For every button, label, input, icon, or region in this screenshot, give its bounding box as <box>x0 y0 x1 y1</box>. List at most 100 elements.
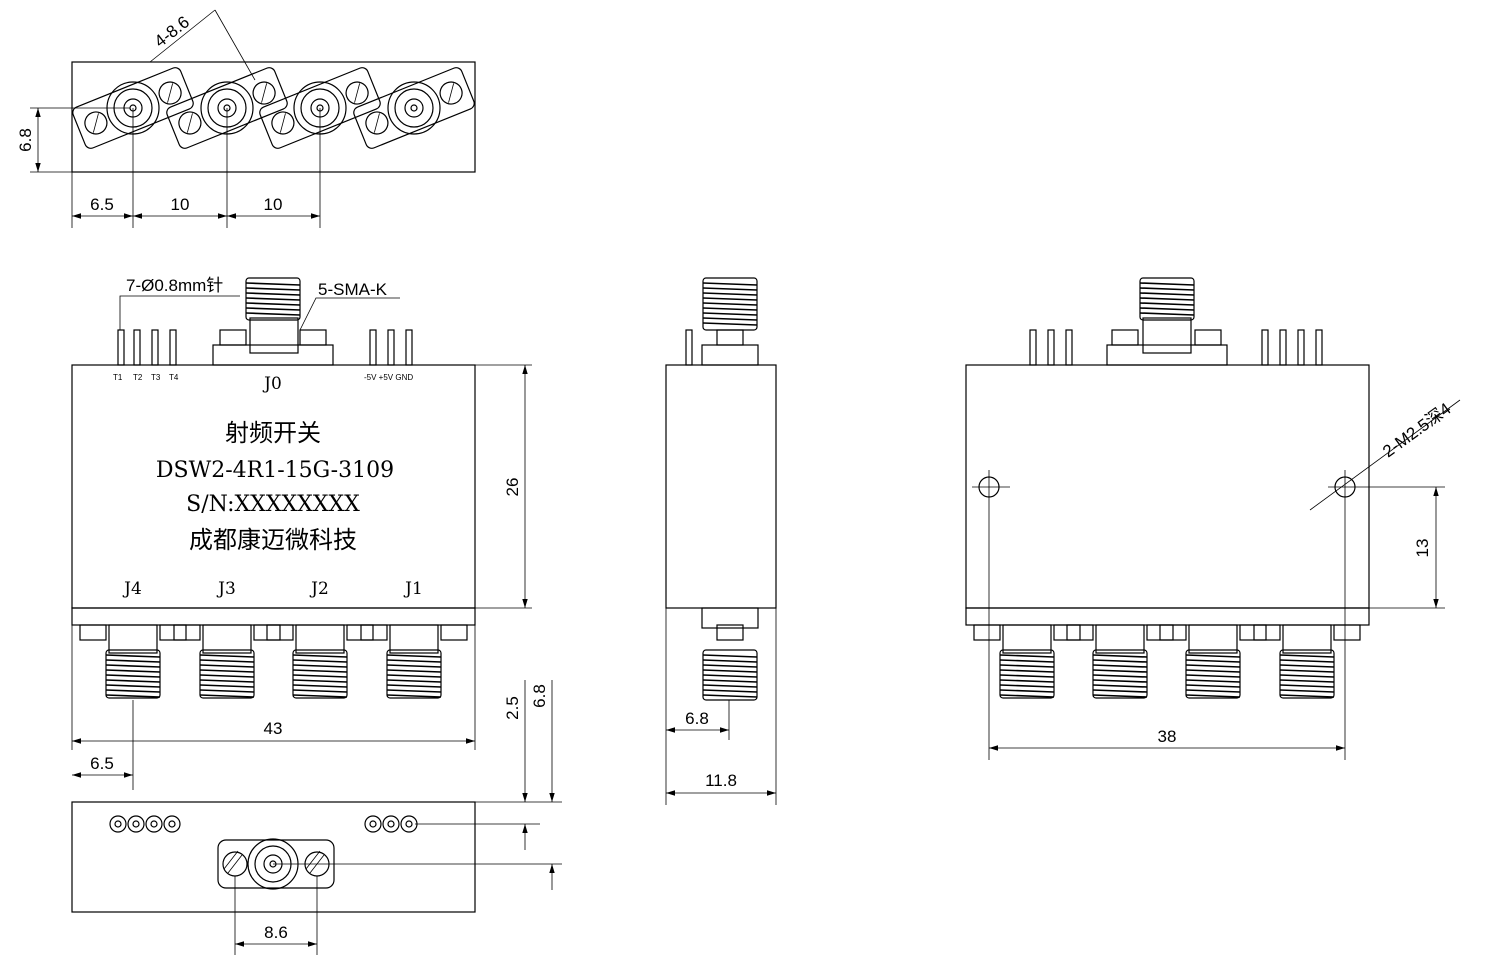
thread-line <box>245 297 301 301</box>
thread-line <box>702 664 758 668</box>
thread-line <box>199 689 255 693</box>
thread-line <box>245 292 301 296</box>
hex-nut <box>973 624 1001 641</box>
thread-line <box>199 674 255 678</box>
thread-line <box>1139 302 1195 306</box>
barrel-body <box>1092 649 1148 699</box>
flange-screw <box>365 111 389 135</box>
pin-hole-core <box>405 820 413 828</box>
side-top-connector <box>701 277 759 366</box>
thread-line <box>999 694 1055 698</box>
thread-line <box>386 694 442 698</box>
connector-base <box>701 607 759 629</box>
thread-line <box>702 287 758 291</box>
thread-line <box>702 669 758 673</box>
thread-line <box>1185 674 1241 678</box>
callout-connectors: 5-SMA-K <box>318 280 388 299</box>
connector-neck <box>295 624 345 654</box>
dim-back-hole-span: 38 <box>1158 727 1177 746</box>
mount-hole-right <box>1328 470 1445 760</box>
barrel-body <box>292 649 348 699</box>
screw-slot <box>186 113 193 133</box>
bottom-pin-holes <box>109 815 418 833</box>
thread-line <box>1092 654 1148 658</box>
product-serial: S/N:XXXXXXXX <box>186 492 360 517</box>
flange-screw <box>439 81 463 105</box>
sma-pin <box>410 104 418 112</box>
thread-line <box>702 659 758 663</box>
dim-top-height: 6.8 <box>16 128 35 152</box>
barrel-body <box>386 649 442 699</box>
pin-hole <box>400 815 418 833</box>
callout-pins: 7-Ø0.8mm针 <box>126 276 223 295</box>
sma-flange <box>259 67 381 149</box>
thread-line <box>999 664 1055 668</box>
barrel-body <box>199 649 255 699</box>
dim-top-pitch-b: 10 <box>264 195 283 214</box>
screw-slot <box>167 83 174 103</box>
hex-nut <box>1239 624 1267 641</box>
thread-line <box>386 659 442 663</box>
thread-line <box>999 679 1055 683</box>
pin-label-t1: T1 <box>113 373 123 382</box>
thread-line <box>105 659 161 663</box>
thread-line <box>1092 679 1148 683</box>
connector-neck <box>389 624 439 654</box>
pin-label-t2: T2 <box>133 373 143 382</box>
screw-slot <box>92 113 99 133</box>
thread-line <box>999 659 1055 663</box>
pin-hole <box>382 815 400 833</box>
connector-base <box>212 344 334 366</box>
pin-hole-core <box>114 820 122 828</box>
thread-line <box>999 654 1055 658</box>
port-label-j4: J4 <box>122 579 142 599</box>
dim-top-pitch-a: 10 <box>171 195 190 214</box>
hex-nut <box>1333 624 1361 641</box>
thread-line <box>702 317 758 321</box>
hex-nut <box>716 624 744 641</box>
sma-barrel <box>1092 649 1148 699</box>
thread-line <box>1279 659 1335 663</box>
front-bottom-connectors <box>79 624 468 699</box>
thread-line <box>702 684 758 688</box>
thread-line <box>386 679 442 683</box>
thread-line <box>702 307 758 311</box>
pin-hole <box>163 815 181 833</box>
connector-neck <box>1002 624 1052 654</box>
barrel-body <box>1279 649 1335 699</box>
thread-line <box>1092 684 1148 688</box>
side-bottom-connector <box>701 607 759 701</box>
thread-line <box>702 297 758 301</box>
screw-slot <box>448 83 455 103</box>
thread-line <box>105 654 161 658</box>
connector-neck <box>249 317 299 354</box>
thread-line <box>1185 689 1241 693</box>
thread-line <box>1139 307 1195 311</box>
thread-line <box>1139 297 1195 301</box>
dim-bottom-flange: 8.6 <box>264 923 288 942</box>
thread-line <box>386 664 442 668</box>
thread-line <box>1279 684 1335 688</box>
thread-line <box>1092 669 1148 673</box>
thread-line <box>1279 664 1335 668</box>
hex-nut <box>1111 329 1139 346</box>
pin-hole-core <box>369 820 377 828</box>
thread-line <box>1139 312 1195 316</box>
dim-front-offset: 6.5 <box>90 754 114 773</box>
connector-base <box>701 344 759 366</box>
flange-plate <box>72 67 194 149</box>
connector-neck <box>108 624 158 654</box>
callout-flange-holes: 4-8.6 <box>151 12 193 51</box>
thread-line <box>199 679 255 683</box>
control-pins-left <box>117 329 177 366</box>
sma-flange <box>72 67 194 149</box>
sma-flange <box>166 67 288 149</box>
callout-mount-holes: 2-M2.5深4 <box>1379 399 1454 461</box>
thread-line <box>105 679 161 683</box>
sma-barrel <box>245 277 301 321</box>
pin-hole-core <box>132 820 140 828</box>
thread-line <box>105 669 161 673</box>
screw-slot <box>354 83 361 103</box>
thread-line <box>386 689 442 693</box>
hex-nut <box>173 624 201 641</box>
